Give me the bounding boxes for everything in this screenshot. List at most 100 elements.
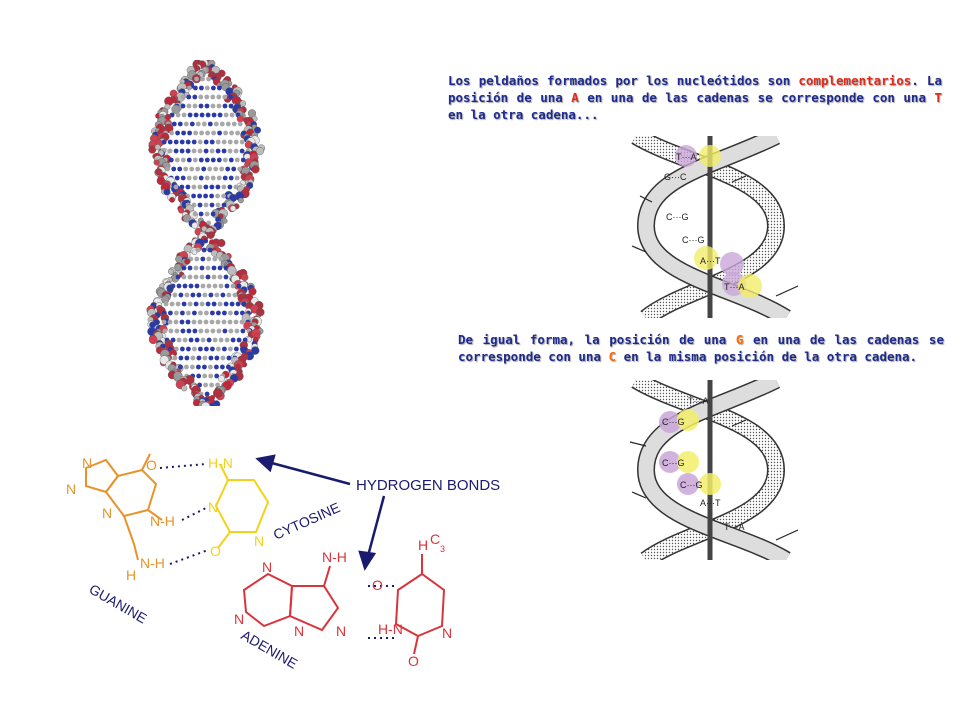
- atom-sphere: [222, 346, 227, 352]
- atom-sphere: [177, 121, 183, 127]
- atom-sphere: [210, 346, 215, 352]
- atom-sphere: [222, 103, 228, 109]
- atom-sphere: [202, 364, 207, 370]
- atom-sphere: [202, 292, 208, 298]
- atom-sphere: [221, 193, 226, 199]
- atom-sphere: [190, 355, 196, 361]
- atom-sphere: [196, 292, 202, 298]
- atom-sphere: [181, 130, 186, 136]
- atom-label: O: [146, 457, 157, 473]
- atom-sphere: [208, 402, 216, 406]
- cytosine-label: CYTOSINE: [271, 499, 343, 543]
- atom-sphere: [195, 121, 201, 127]
- atom-sphere: [222, 328, 228, 334]
- atom-sphere: [162, 328, 168, 334]
- atom-sphere: [156, 176, 166, 186]
- atom-sphere: [200, 337, 206, 343]
- atom-sphere: [211, 112, 217, 118]
- atom-sphere: [234, 346, 239, 352]
- atom-sphere: [225, 166, 231, 172]
- atom-sphere: [240, 157, 246, 163]
- guanine-structure: [85, 453, 163, 561]
- atom-sphere: [228, 346, 233, 352]
- atom-sphere: [218, 337, 224, 343]
- atom-sphere: [236, 337, 242, 343]
- atom-sphere: [186, 157, 192, 163]
- atom-sphere: [186, 328, 192, 334]
- atom-sphere: [197, 148, 203, 154]
- atom-sphere: [178, 364, 183, 370]
- atom-sphere: [221, 184, 227, 190]
- atom-sphere: [173, 319, 179, 325]
- atom-sphere: [203, 139, 209, 145]
- atom-sphere: [215, 184, 221, 190]
- atom-sphere: [204, 103, 210, 109]
- atom-sphere: [206, 283, 212, 289]
- atom-sphere: [180, 157, 186, 163]
- atom-sphere: [193, 130, 198, 136]
- atom-sphere: [171, 104, 181, 114]
- atom-sphere: [148, 335, 158, 345]
- atom-label: O: [408, 653, 419, 669]
- atom-sphere: [236, 283, 242, 289]
- atom-sphere: [234, 310, 239, 316]
- atom-sphere: [210, 211, 216, 217]
- atom-sphere: [181, 385, 188, 392]
- pair-label: T···A: [676, 152, 697, 162]
- atom-sphere: [216, 94, 222, 100]
- atom-sphere: [171, 121, 177, 127]
- atom-sphere: [179, 319, 185, 325]
- atom-sphere: [215, 148, 221, 154]
- atom-sphere: [194, 337, 200, 343]
- atom-label: N: [66, 481, 76, 497]
- atom-sphere: [239, 148, 245, 154]
- atom-sphere: [215, 193, 220, 199]
- atom-sphere: [197, 139, 203, 145]
- para2-highlight-c: C: [608, 349, 617, 364]
- atom-sphere: [226, 265, 237, 276]
- atom-sphere: [153, 159, 160, 166]
- atom-sphere: [188, 283, 194, 289]
- atom-sphere: [176, 283, 182, 289]
- adenine-structure: [242, 565, 340, 632]
- atom-sphere: [164, 123, 174, 134]
- atom-sphere: [201, 166, 207, 172]
- atom-sphere: [191, 148, 197, 154]
- atom-label: N: [234, 611, 244, 627]
- atom-sphere: [225, 121, 231, 127]
- atom-sphere: [204, 157, 210, 163]
- atom-sphere: [205, 265, 211, 271]
- atom-label: N: [102, 505, 112, 521]
- atom-sphere: [167, 148, 173, 154]
- pair-label: C···G: [666, 212, 689, 222]
- atom-sphere: [211, 265, 217, 271]
- atom-sphere: [222, 175, 228, 181]
- atom-sphere: [181, 274, 187, 280]
- atom-sphere: [206, 76, 211, 82]
- atom-sphere: [223, 112, 229, 118]
- pair-label: G···C: [664, 172, 687, 182]
- atom-sphere: [217, 274, 223, 280]
- atom-sphere: [253, 126, 261, 134]
- atom-sphere: [233, 319, 239, 325]
- atom-sphere: [168, 310, 173, 316]
- atom-sphere: [228, 310, 233, 316]
- atom-sphere: [227, 139, 233, 145]
- atom-sphere: [166, 284, 174, 292]
- atom-sphere: [231, 166, 237, 172]
- atom-sphere: [221, 148, 227, 154]
- atom-sphere: [161, 319, 167, 325]
- pair-label: T···A: [724, 522, 745, 532]
- atom-sphere: [206, 220, 211, 226]
- atom-label: 3: [440, 544, 445, 554]
- atom-sphere: [194, 256, 200, 262]
- atom-sphere: [195, 166, 201, 172]
- atom-sphere: [197, 184, 203, 190]
- atom-sphere: [177, 166, 183, 172]
- atom-sphere: [200, 76, 205, 82]
- atom-sphere: [196, 373, 202, 379]
- atom-sphere: [197, 319, 203, 325]
- atom-sphere: [191, 249, 198, 256]
- atom-sphere: [210, 94, 216, 100]
- atom-sphere: [191, 202, 197, 208]
